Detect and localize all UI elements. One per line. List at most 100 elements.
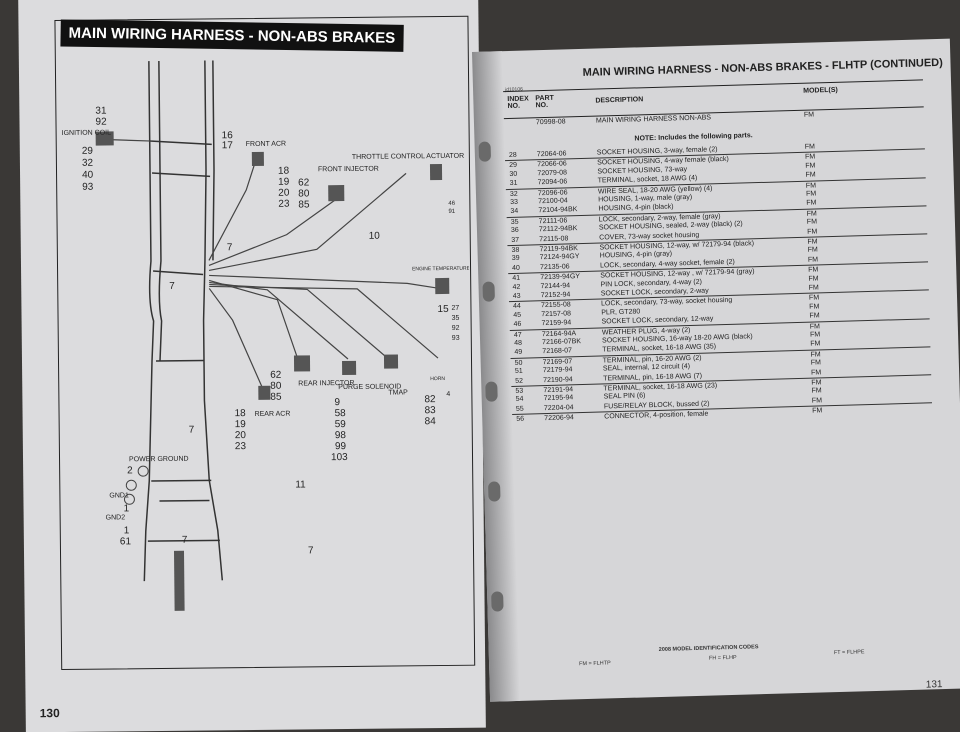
num: 92 [452,325,460,332]
page-number-left: 130 [39,706,60,721]
label-horn: HORN [430,376,445,382]
num: 7 [308,545,314,556]
num: 82 [424,394,436,405]
wiring-diagram: IGNITION COIL FRONT ACR FRONT INJECTOR T… [62,60,471,611]
num: 7 [182,535,188,546]
num: 1 [123,503,129,514]
num: 58 [335,408,347,419]
index-no: 40 [511,264,520,272]
num: 2 [127,465,133,476]
index-no: 39 [511,255,520,263]
label-purge: PURGE SOLENOID [338,383,401,391]
left-page: MAIN WIRING HARNESS - NON-ABS BRAKES [18,0,486,732]
num: 85 [298,199,310,210]
label-rear-acr: REAR ACR [255,411,291,418]
index-no: 54 [515,396,524,404]
num: 18 [235,408,247,419]
num: 23 [235,441,247,452]
label-engine-temp: ENGINE TEMPERATURE [412,266,471,273]
model: FM [807,246,818,255]
binder-hole [478,141,492,162]
num: 32 [82,158,94,169]
index-no: 37 [511,236,520,244]
model: FM [808,275,819,283]
part-no: 70998-08 [535,118,566,127]
index-no: 55 [515,405,524,413]
num: 17 [222,140,234,151]
model: FM [807,228,818,236]
num: 59 [335,419,347,430]
engine-temp-connector [435,277,450,295]
num: 46 [448,201,455,207]
gnd1-terminal [125,479,137,491]
num: 10 [369,231,381,242]
index-no: 56 [516,415,525,424]
footer-code: FH = FLHP [708,654,737,662]
num: 40 [82,170,94,181]
binder-hole [491,591,504,612]
index-no: 33 [510,198,519,206]
num: 61 [120,536,132,547]
num: 20 [278,188,290,199]
index-no: 52 [515,377,524,385]
num: 27 [451,305,459,312]
num: 92 [95,117,107,128]
label-front-injector: FRONT INJECTOR [318,166,379,174]
num: 103 [331,452,348,463]
gnd2-terminal [123,493,135,505]
rear-injector-connector [293,355,311,372]
purge-connector [342,360,357,376]
num: 80 [270,381,282,392]
front-acr-connector [251,151,264,166]
exhaust-shape [173,550,185,611]
header-models: MODEL(S) [803,86,838,95]
table-note: NOTE: Includes the following parts. [634,132,753,143]
footer-code: FM = FLHTP [579,660,611,668]
num: 9 [334,397,340,408]
num: 4 [446,391,450,398]
num: 19 [278,177,290,188]
right-page: jd10106 MAIN WIRING HARNESS - NON-ABS BR… [472,38,960,702]
model: FM [809,303,820,311]
tmap-connector [383,354,399,369]
model: FM [810,359,822,367]
model: FM [809,312,820,320]
model: FM [803,111,815,119]
throttle-connector [429,164,443,181]
num: 85 [270,392,282,403]
num: 31 [95,106,107,117]
num: 20 [235,430,247,441]
footer-title: 2008 MODEL IDENTIFICATION CODES [658,644,759,654]
index-no: 46 [513,320,522,329]
model: FM [807,256,819,264]
label-ignition-coil: IGNITION COIL [62,129,112,137]
model: FM [808,284,819,292]
model: FM [809,331,821,339]
num: 29 [82,146,94,157]
binder-hole [485,381,498,402]
model: FM [805,162,816,170]
description: CONNECTOR, 4-position, female [604,410,709,421]
label-gnd1: GND1 [109,492,129,499]
num: 16 [222,130,234,141]
description: MAIN WIRING HARNESS NON-ABS [595,114,712,125]
header-part: PART NO. [535,94,554,110]
header-description: DESCRIPTION [595,96,644,105]
model: FM [806,190,817,198]
index-no: 36 [510,226,519,235]
front-injector-connector [328,185,345,202]
index-no: 42 [512,283,521,291]
frame-rails [143,60,224,582]
model: FM [812,407,823,415]
model: FM [811,397,823,405]
num: 83 [424,405,436,416]
diagram-title: MAIN WIRING HARNESS - NON-ABS BRAKES [60,19,404,52]
label-front-acr: FRONT ACR [246,141,286,148]
index-no: 43 [512,292,521,300]
model: FM [810,368,822,377]
num: 7 [169,281,175,292]
num: 19 [235,419,247,430]
part-no: 72206-94 [544,414,574,423]
label-gnd2: GND2 [106,514,126,521]
